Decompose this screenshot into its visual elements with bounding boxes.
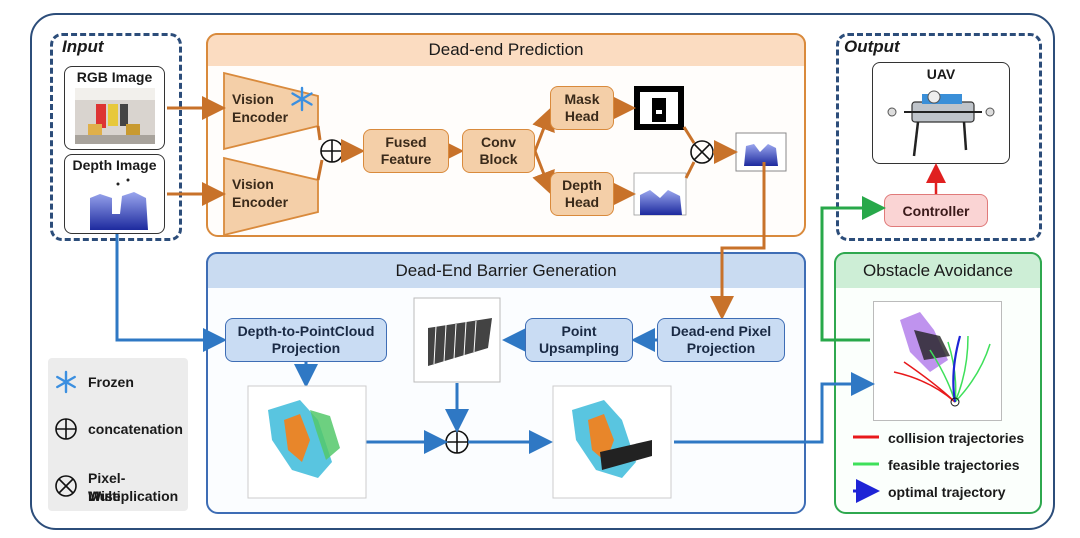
depth-to-pointcloud-label: Depth-to-PointCloud Projection (237, 323, 375, 356)
dead-end-prediction-header (206, 33, 806, 66)
rgb-image-label: RGB Image (76, 69, 153, 85)
mask-head-label: Mask Head (564, 91, 600, 124)
barrier-generation-header (206, 252, 806, 288)
uav-label: UAV (926, 66, 956, 82)
pixel-projection-box: Dead-end Pixel Projection (657, 318, 785, 362)
output-title: Output (844, 37, 900, 56)
conv-block-box: Conv Block (462, 129, 535, 173)
input-title: Input (62, 37, 104, 56)
outer-frame (30, 13, 1055, 530)
depth-head-box: Depth Head (550, 172, 614, 216)
pixel-wise-line2: Multiplication (88, 488, 179, 504)
controller-label: Controller (902, 202, 970, 219)
feasible-legend-label: feasible trajectories (888, 457, 1020, 473)
output-panel (836, 33, 1042, 241)
barrier-generation-title: Dead-End Barrier Generation (395, 261, 617, 280)
point-upsampling-box: Point Upsampling (525, 318, 633, 362)
depth-image-label: Depth Image (72, 157, 157, 173)
collision-legend-label: collision trajectories (888, 430, 1025, 446)
fused-feature-label: Fused Feature (380, 134, 432, 167)
barrier-generation-panel (206, 252, 806, 514)
mask-head-box: Mask Head (550, 86, 614, 130)
frozen-legend-label: Frozen (88, 374, 134, 390)
obstacle-avoidance-title: Obstacle Avoidance (863, 261, 1013, 280)
trajectory-plot (873, 301, 1002, 421)
pixel-projection-label: Dead-end Pixel Projection (670, 323, 772, 356)
controller-box: Controller (884, 194, 988, 227)
point-upsampling-label: Point Upsampling (538, 323, 620, 356)
depth-to-pointcloud-box: Depth-to-PointCloud Projection (225, 318, 387, 362)
depth-head-label: Depth Head (562, 177, 602, 210)
pixel-wise-line1: Pixel-Wise (88, 470, 126, 504)
optimal-legend-label: optimal trajectory (888, 484, 1006, 500)
concatenation-legend-label: concatenation (88, 421, 183, 437)
conv-block-label: Conv Block (479, 134, 518, 167)
fused-feature-box: Fused Feature (363, 129, 449, 173)
dead-end-prediction-title: Dead-end Prediction (428, 40, 584, 59)
